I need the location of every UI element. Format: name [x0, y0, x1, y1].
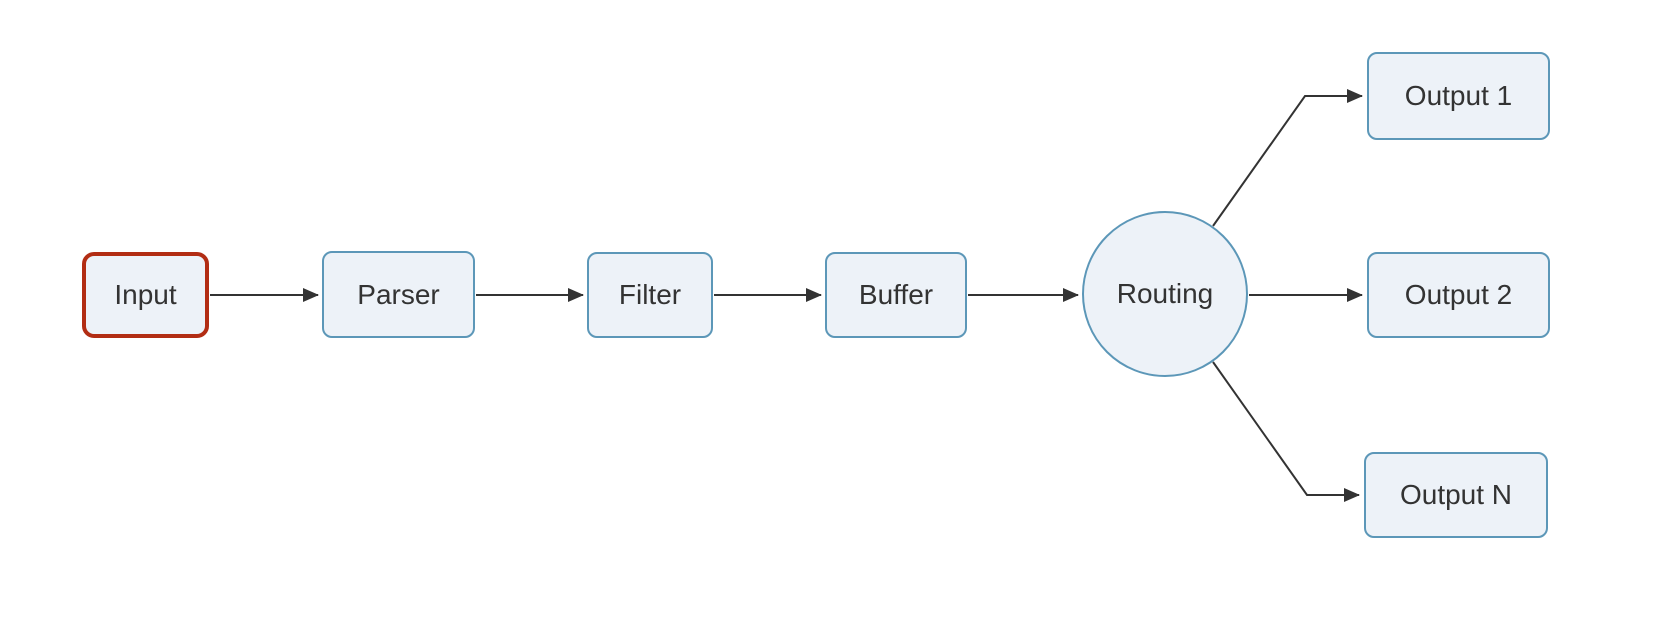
node-input-label: Input: [114, 279, 177, 310]
node-input: Input: [82, 252, 209, 338]
node-filter-label: Filter: [618, 279, 682, 310]
node-output-1: Output 1: [1367, 52, 1550, 140]
node-parser: Parser: [322, 251, 475, 338]
node-output-n-label: Output N: [1399, 479, 1513, 510]
node-buffer: Buffer: [825, 252, 967, 338]
node-routing-label: Routing: [1116, 278, 1214, 309]
node-output-n: Output N: [1364, 452, 1548, 538]
node-filter: Filter: [587, 252, 713, 338]
node-parser-label: Parser: [357, 278, 440, 310]
node-output-1-label: Output 1: [1404, 80, 1513, 111]
node-buffer-label: Buffer: [858, 279, 934, 310]
edge-routing-output1: [1212, 89, 1363, 227]
edge-routing-outputN: [1212, 361, 1360, 502]
node-output-2: Output 2: [1367, 252, 1550, 338]
node-output-2-label: Output 2: [1404, 279, 1513, 310]
node-routing: Routing: [1082, 211, 1248, 377]
